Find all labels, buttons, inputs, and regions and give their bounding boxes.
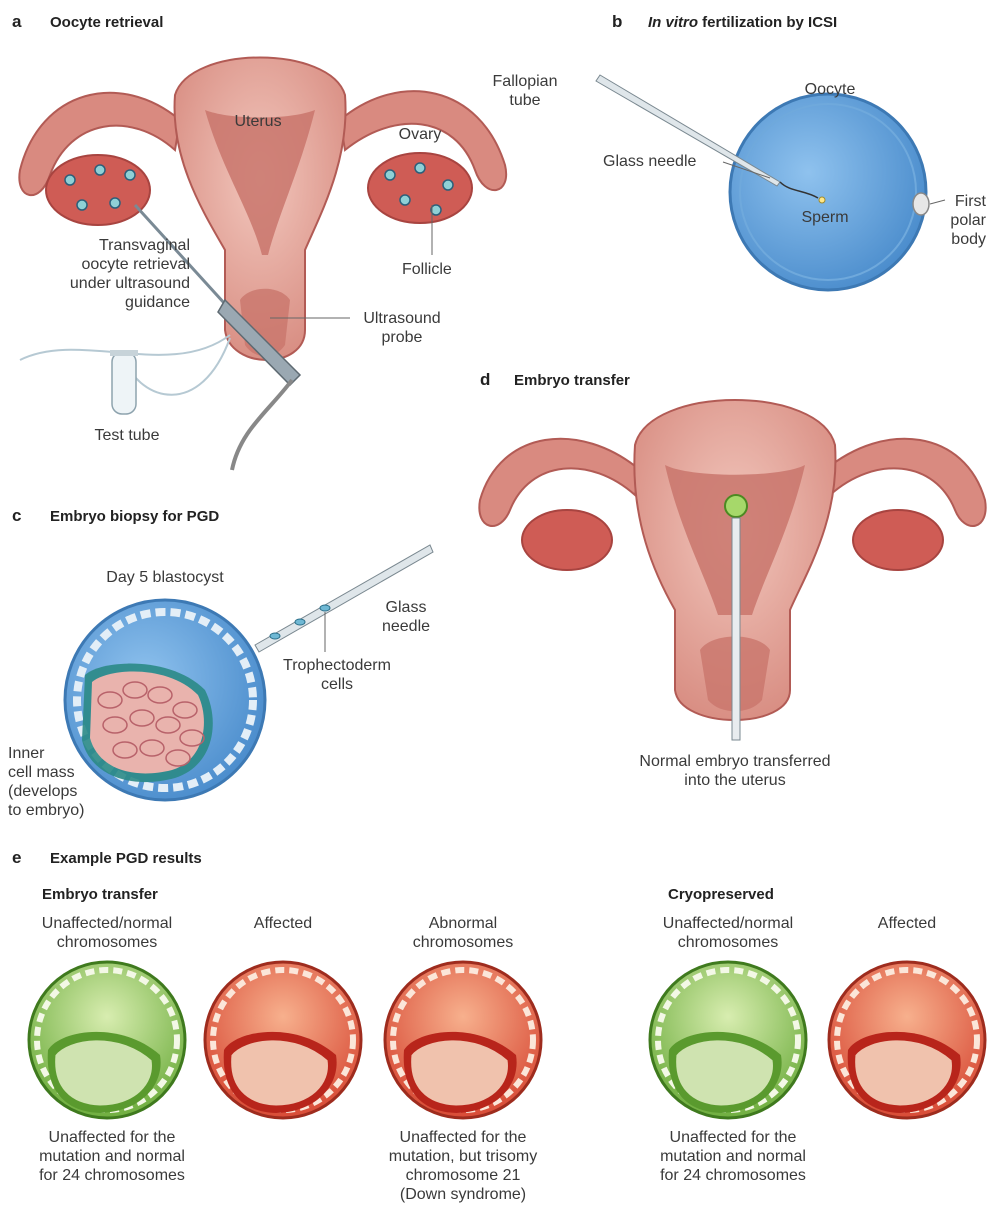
label-ultrasound-probe: Ultrasound probe (352, 309, 452, 347)
embryo-1-bottom-label: Unaffected for the mutation and normal f… (12, 1128, 212, 1185)
embryo-normal-2 (650, 962, 806, 1118)
embryo-affected-2 (829, 962, 985, 1118)
panel-c-title: Embryo biopsy for PGD (50, 508, 219, 525)
panel-e-letter: e (12, 848, 21, 868)
label-follicle: Follicle (402, 260, 452, 279)
label-uterus: Uterus (228, 112, 288, 131)
panel-a-title: Oocyte retrieval (50, 14, 163, 31)
label-inner-cell-mass: Inner cell mass (develops to embryo) (8, 744, 84, 820)
label-oocyte: Oocyte (785, 80, 875, 99)
embryo-1-top-label: Unaffected/normal chromosomes (17, 914, 197, 952)
label-test-tube: Test tube (72, 426, 182, 445)
label-day5-blastocyst: Day 5 blastocyst (80, 568, 250, 587)
panel-c-letter: c (12, 506, 21, 526)
embryo-affected-1 (205, 962, 361, 1118)
panel-b-letter: b (612, 12, 622, 32)
embryo-3-bottom-label: Unaffected for the mutation, but trisomy… (368, 1128, 558, 1204)
embryo-normal-1 (29, 962, 185, 1118)
caption-embryo-transfer: Normal embryo transferred into the uteru… (600, 752, 870, 790)
uterus-d-drawing (479, 400, 985, 740)
embryo-4-top-label: Unaffected/normal chromosomes (638, 914, 818, 952)
embryo-3-top-label: Abnormal chromosomes (383, 914, 543, 952)
embryo-abnormal-1 (385, 962, 541, 1118)
panel-b-title-italic: In vitro (648, 14, 698, 31)
panel-d-letter: d (480, 370, 490, 390)
label-sperm: Sperm (790, 208, 860, 227)
embryo-5-top-label: Affected (837, 914, 977, 933)
panel-d-title: Embryo transfer (514, 372, 630, 389)
panel-b-title: In vitro fertilization by ICSI (648, 14, 837, 31)
label-ovary: Ovary (385, 125, 455, 144)
label-glass-needle-c: Glass needle (376, 598, 436, 636)
oocyte-b-drawing (596, 75, 945, 290)
panel-a-letter: a (12, 12, 21, 32)
panel-e-title: Example PGD results (50, 850, 202, 867)
label-first-polar-body: First polar body (930, 192, 986, 249)
label-transvaginal: Transvaginal oocyte retrieval under ultr… (20, 236, 190, 312)
label-glass-needle-b: Glass needle (603, 152, 696, 171)
label-fallopian-tube: Fallopian tube (475, 72, 575, 110)
embryo-2-top-label: Affected (213, 914, 353, 933)
group-embryo-transfer: Embryo transfer (42, 886, 158, 903)
group-cryopreserved: Cryopreserved (668, 886, 774, 903)
label-trophectoderm: Trophectoderm cells (272, 656, 402, 694)
embryo-4-bottom-label: Unaffected for the mutation and normal f… (633, 1128, 833, 1185)
panel-b-title-rest: fertilization by ICSI (698, 14, 837, 31)
